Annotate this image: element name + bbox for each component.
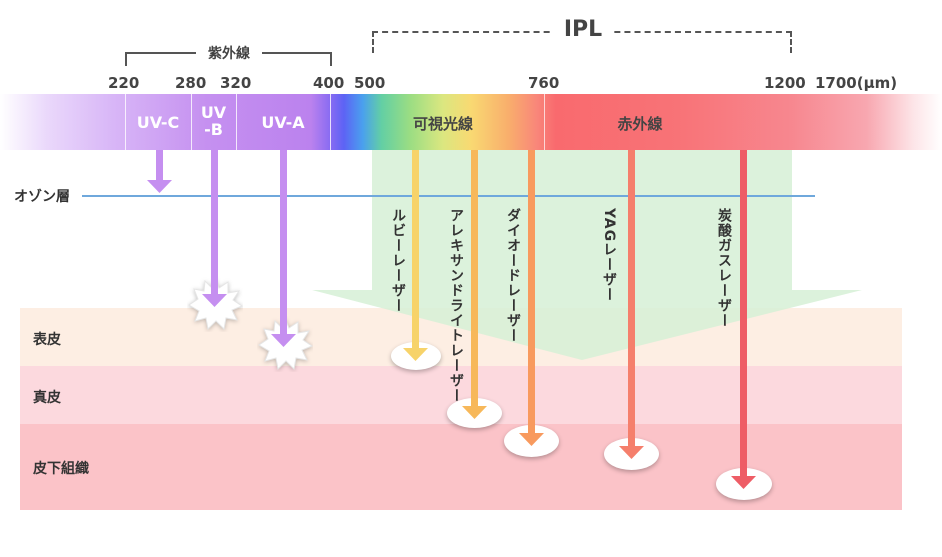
tick-320: 320 bbox=[220, 74, 252, 92]
ruby-arrow bbox=[403, 150, 428, 361]
visible-light-label: 可視光線 bbox=[412, 115, 473, 133]
yag-laser-label: YAGレーザー bbox=[601, 208, 617, 303]
diode-arrow bbox=[519, 150, 544, 446]
divider-280 bbox=[191, 94, 192, 150]
uva-label: UV-A bbox=[261, 113, 305, 132]
ruby-laser-label: ルビーレーザー bbox=[390, 208, 406, 313]
epidermis-label: 表皮 bbox=[33, 332, 61, 348]
uvb-arrow bbox=[202, 150, 227, 307]
tick-500: 500 bbox=[354, 74, 386, 92]
subcutis-label: 皮下組織 bbox=[33, 461, 89, 477]
ipl-label: IPL bbox=[552, 17, 614, 42]
uv-bracket-label: 紫外線 bbox=[196, 43, 262, 63]
divider-760 bbox=[544, 94, 545, 150]
alexandrite-laser-label: アレキサンドライトレーザー bbox=[448, 208, 464, 403]
tick-220: 220 bbox=[108, 74, 140, 92]
dermis-label: 真皮 bbox=[33, 390, 61, 406]
diode-laser-label: ダイオードレーザー bbox=[505, 208, 521, 343]
infrared-label: 赤外線 bbox=[617, 115, 663, 133]
uvb-label: UV -B bbox=[200, 103, 227, 139]
divider-320 bbox=[236, 94, 237, 150]
ozone-label: オゾン層 bbox=[14, 189, 70, 205]
co2-arrow bbox=[731, 150, 756, 489]
alexandrite-arrow bbox=[462, 150, 487, 419]
uv-bracket-right bbox=[330, 52, 332, 66]
ozone-line bbox=[82, 195, 815, 197]
divider-400 bbox=[330, 94, 331, 150]
yag-arrow bbox=[619, 150, 644, 459]
uvc-label: UV-C bbox=[136, 113, 180, 132]
uvc-arrow bbox=[147, 150, 172, 193]
tick-1700: 1700(μm) bbox=[815, 74, 898, 92]
uva-arrow bbox=[271, 150, 296, 347]
tick-280: 280 bbox=[175, 74, 207, 92]
tick-760: 760 bbox=[528, 74, 560, 92]
uv-bracket-left bbox=[125, 52, 127, 66]
tick-1200: 1200 bbox=[764, 74, 806, 92]
co2-laser-label: 炭酸ガスレーザー bbox=[716, 208, 732, 328]
tick-400: 400 bbox=[313, 74, 345, 92]
spectrum-bar bbox=[0, 94, 942, 150]
divider-220 bbox=[125, 94, 126, 150]
